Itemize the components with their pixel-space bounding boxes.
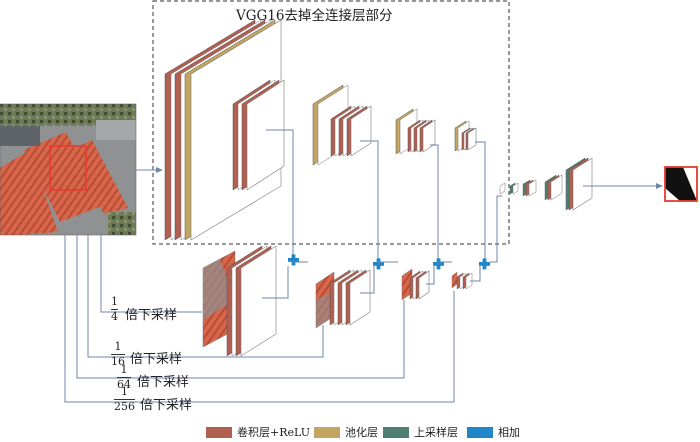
plus-icon bbox=[433, 258, 444, 270]
legend-swatch-pool bbox=[314, 426, 340, 438]
branch4-features bbox=[451, 271, 473, 290]
legend-label-conv: 卷积层+ReLU bbox=[237, 426, 310, 439]
fraction-denominator: 4 bbox=[111, 310, 118, 323]
legend-upsample: 上采样层 bbox=[383, 424, 458, 440]
legend-pool: 池化层 bbox=[314, 424, 378, 440]
vgg16-box bbox=[152, 0, 510, 245]
vgg-stage2 bbox=[232, 79, 285, 191]
fraction-denominator: 256 bbox=[114, 400, 135, 413]
branch1-features bbox=[202, 245, 277, 357]
fraction-1-16: 1 16 bbox=[111, 341, 125, 368]
decoder-upsampling bbox=[499, 157, 593, 211]
legend-label-pool: 池化层 bbox=[345, 426, 378, 439]
branch-label-1-64: 倍下采样 bbox=[137, 375, 190, 390]
fraction-numerator: 1 bbox=[111, 295, 118, 308]
plus-icon bbox=[479, 258, 490, 270]
branch-label-1-16: 倍下采样 bbox=[130, 352, 183, 367]
fraction-numerator: 1 bbox=[121, 385, 128, 398]
downsample-lines bbox=[64, 235, 455, 403]
plus-icon bbox=[288, 254, 299, 266]
legend-swatch-conv bbox=[206, 426, 232, 438]
legend-conv: 卷积层+ReLU bbox=[206, 424, 310, 440]
vgg-stage3 bbox=[312, 84, 372, 166]
vgg16-title: VGG16去掉全连接层部分 bbox=[236, 8, 393, 24]
fraction-denominator: 64 bbox=[117, 378, 131, 391]
legend-swatch-add bbox=[467, 426, 493, 438]
legend-label-upsample: 上采样层 bbox=[414, 426, 458, 439]
fraction-numerator: 1 bbox=[120, 363, 128, 376]
vgg-stage4 bbox=[395, 108, 436, 155]
fraction-denominator: 16 bbox=[111, 355, 125, 368]
crop-highlight-box bbox=[49, 145, 87, 191]
fraction-1-4: 1 4 bbox=[111, 296, 118, 323]
fraction-numerator: 1 bbox=[114, 340, 122, 353]
plus-icon bbox=[373, 258, 384, 270]
vgg-stage5 bbox=[454, 120, 477, 152]
branch-label-1-256: 倍下采样 bbox=[140, 398, 193, 413]
legend-label-add: 相加 bbox=[498, 426, 520, 439]
branch3-features bbox=[401, 268, 430, 301]
legend-add: 相加 bbox=[467, 424, 520, 440]
branch2-features bbox=[315, 269, 371, 329]
branch-label-1-4: 倍下采样 bbox=[125, 308, 178, 323]
fraction-1-64: 1 64 bbox=[117, 364, 131, 391]
legend-swatch-upsample bbox=[383, 426, 409, 438]
input-image bbox=[0, 103, 137, 236]
output-mask bbox=[664, 166, 698, 202]
fraction-1-256: 1 256 bbox=[114, 386, 135, 413]
